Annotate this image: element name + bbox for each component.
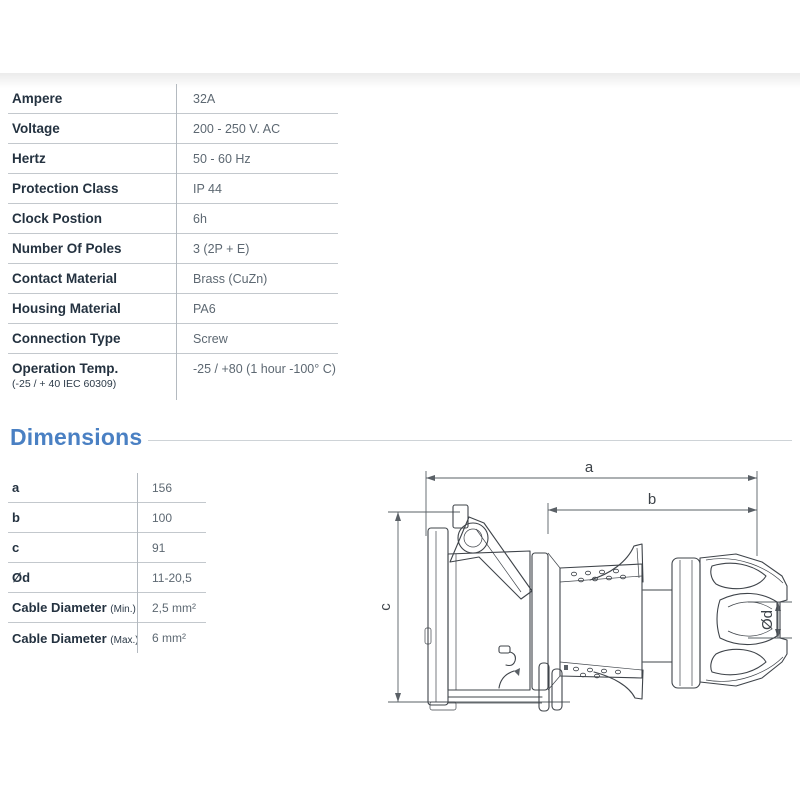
- table-row: Hertz 50 - 60 Hz: [8, 144, 338, 174]
- spec-label: Operation Temp. (-25 / + 40 IEC 60309): [8, 361, 176, 390]
- header-shadow-divider: [0, 73, 800, 93]
- hook-icon: [498, 645, 511, 654]
- spec-label-main: Operation Temp.: [12, 361, 119, 376]
- table-row: Ød 11-20,5: [8, 563, 206, 593]
- latch-tab: [452, 504, 469, 529]
- table-row: c 91: [8, 533, 206, 563]
- gland-cap: [671, 557, 701, 689]
- dim-label: Ød: [12, 570, 31, 585]
- vent-drum: [559, 563, 643, 679]
- gland-petal-middle: [716, 592, 778, 646]
- spec-label: Contact Material: [12, 271, 118, 286]
- table-row: Cable Diameter (Max.) 6 mm²: [8, 623, 206, 653]
- dim-label: a: [12, 480, 20, 495]
- dim-label: b: [12, 510, 20, 525]
- dim-label-c: c: [380, 603, 394, 611]
- table-row: Number Of Poles 3 (2P + E): [8, 234, 338, 264]
- table-row: Operation Temp. (-25 / + 40 IEC 60309) -…: [8, 354, 338, 400]
- spec-value: Screw: [193, 331, 228, 346]
- latch-foot: [538, 662, 550, 712]
- table-row: Ampere 32A: [8, 84, 338, 114]
- table-row: Clock Postion 6h: [8, 204, 338, 234]
- bottom-fin: [593, 669, 644, 700]
- gland-petal-bottom: [710, 648, 767, 676]
- latch-pivot: [457, 522, 489, 554]
- technical-drawing: a b c Ød: [380, 450, 800, 730]
- spec-value: 50 - 60 Hz: [193, 151, 251, 166]
- dim-value: 156: [152, 480, 173, 495]
- dim-label-a: a: [585, 459, 594, 476]
- dimensions-section-title: Dimensions: [10, 424, 143, 450]
- table-row: a 156: [8, 473, 206, 503]
- dimensions-table: a 156 b 100 c 91 Ød 11-20,5 Cable Diamet…: [8, 473, 206, 653]
- spec-label: Number Of Poles: [12, 241, 122, 256]
- table-row: Protection Class IP 44: [8, 174, 338, 204]
- gland-petal-top: [710, 562, 767, 590]
- spec-label: Housing Material: [12, 301, 121, 316]
- spec-value: -25 / +80 (1 hour -100° C): [193, 362, 336, 376]
- socket-face: [427, 527, 449, 706]
- spec-label: Ampere: [12, 91, 63, 106]
- latch-lever: [449, 516, 533, 600]
- dim-label: Cable Diameter (Min.): [8, 600, 137, 615]
- dim-value: 2,5 mm²: [152, 600, 197, 615]
- table-row: Connection Type Screw: [8, 324, 338, 354]
- dim-value: 6 mm²: [152, 631, 186, 645]
- rotate-arrow-icon: [498, 670, 515, 689]
- dimensions-title-rule: [148, 440, 792, 441]
- spec-label: Clock Postion: [12, 211, 103, 226]
- spec-value: 6h: [193, 211, 207, 226]
- connector-side-view-drawing: a b c Ød: [380, 459, 792, 712]
- dim-value: 91: [152, 540, 166, 555]
- dim-label: c: [12, 540, 20, 555]
- spec-value: PA6: [193, 301, 216, 316]
- dim-label-od: Ød: [759, 610, 776, 630]
- dim-label-suffix: (Max.): [110, 634, 139, 646]
- spec-label-sub: (-25 / + 40 IEC 60309): [12, 378, 117, 390]
- dim-label-suffix: (Min.): [110, 604, 136, 615]
- ring-band: [531, 552, 549, 691]
- spec-value: IP 44: [193, 181, 222, 196]
- spec-value: 32A: [193, 91, 216, 106]
- dim-value: 100: [152, 510, 173, 525]
- dim-label: Cable Diameter (Max.): [8, 630, 139, 646]
- main-body: [447, 550, 531, 691]
- dim-label-main: Cable Diameter: [12, 630, 107, 646]
- spec-value: 200 - 250 V. AC: [193, 121, 281, 136]
- spec-label: Hertz: [12, 151, 46, 166]
- table-row: Cable Diameter (Min.) 2,5 mm²: [8, 593, 206, 623]
- dim-label-main: Cable Diameter: [12, 600, 107, 615]
- top-fin: [589, 543, 644, 583]
- dim-label-b: b: [648, 491, 656, 508]
- spec-label: Protection Class: [12, 181, 119, 196]
- table-row: Housing Material PA6: [8, 294, 338, 324]
- dimensions-table-column-divider: [137, 473, 138, 653]
- spec-value: Brass (CuZn): [193, 271, 268, 286]
- table-row: Voltage 200 - 250 V. AC: [8, 114, 338, 144]
- spec-table: Ampere 32A Voltage 200 - 250 V. AC Hertz…: [8, 84, 338, 400]
- spec-value: 3 (2P + E): [193, 241, 250, 256]
- spec-label: Connection Type: [12, 331, 121, 346]
- spec-label: Voltage: [12, 121, 60, 136]
- spec-table-column-divider: [176, 84, 177, 400]
- table-row: Contact Material Brass (CuZn): [8, 264, 338, 294]
- dim-value: 11-20,5: [152, 570, 192, 585]
- cable-gland: [699, 553, 788, 687]
- table-row: b 100: [8, 503, 206, 533]
